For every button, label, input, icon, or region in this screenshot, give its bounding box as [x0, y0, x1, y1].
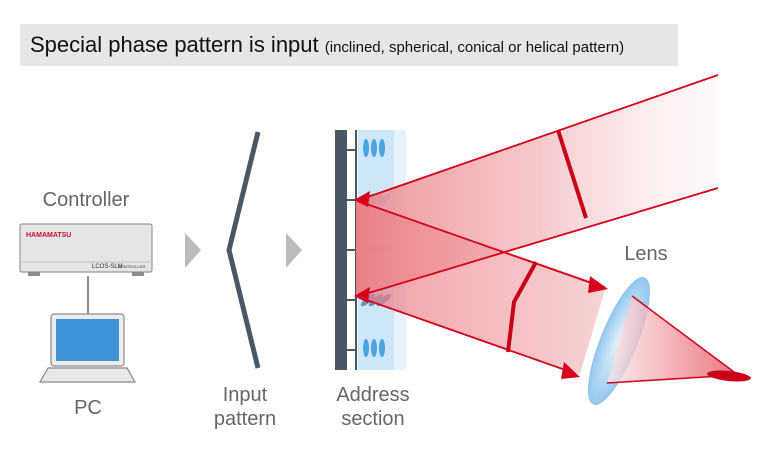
banner-subtitle: (inclined, spherical, conical or helical… — [324, 39, 625, 56]
laptop-icon — [38, 313, 137, 383]
wavefront-reflected — [506, 261, 538, 353]
input-pattern-shape — [226, 131, 261, 369]
label-address-1: Address — [336, 384, 410, 406]
flow-arrow-icon — [185, 233, 201, 268]
wavefront-incoming — [556, 129, 588, 219]
focus-cone — [607, 296, 738, 383]
focus-edge — [631, 295, 739, 376]
device-brand: HAMAMATSU — [26, 232, 71, 239]
label-lens: Lens — [624, 243, 668, 265]
banner-title: Special phase pattern is input — [30, 32, 319, 57]
controller-device: HAMAMATSU LCOS-SLM CONTROLLER — [19, 223, 153, 276]
beam-edges — [357, 74, 719, 374]
device-model: LCOS-SLM — [92, 264, 123, 270]
label-pc: PC — [74, 397, 102, 419]
banner-text: Special phase pattern is input (inclined… — [30, 32, 624, 58]
title-banner: Special phase pattern is input (inclined… — [20, 24, 678, 66]
focal-spot — [707, 370, 751, 382]
label-address-2: section — [341, 408, 405, 430]
label-input-pattern-1: Input — [222, 384, 268, 406]
flow-arrow-icon — [286, 233, 302, 268]
label-controller: Controller — [42, 189, 130, 211]
reflected-beam — [356, 200, 606, 374]
label-input-pattern-2: pattern — [213, 408, 277, 430]
arrowhead-icons — [354, 191, 608, 379]
device-model-suffix: CONTROLLER — [118, 264, 145, 269]
